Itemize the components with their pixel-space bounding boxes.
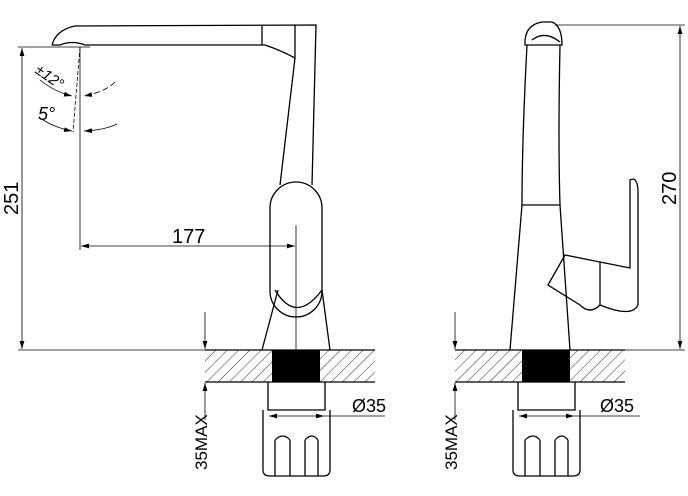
side-counter-thickness-label: 35MAX — [442, 414, 461, 470]
side-mounting-shank — [522, 350, 570, 382]
spout — [51, 24, 317, 186]
height-dim-label: 251 — [1, 182, 23, 215]
side-spout-head — [524, 21, 563, 46]
reach-dim-label: 177 — [172, 226, 205, 248]
side-mounting-nut — [512, 410, 581, 477]
swivel-angle-label: ±12° — [32, 61, 67, 93]
counter-thickness-label: 35MAX — [192, 414, 211, 470]
tilt-angle-label: 5° — [38, 104, 55, 124]
side-lever — [547, 178, 639, 313]
side-body — [509, 44, 571, 351]
mounting-shank — [272, 350, 320, 382]
side-hole-diameter-label: Ø35 — [600, 396, 634, 416]
faucet-base — [261, 289, 331, 351]
side-height-dim-label: 270 — [659, 172, 681, 205]
side-view: 270 35MAX Ø35 — [442, 21, 685, 477]
front-view: 251 177 ±12° 5° 35MAX Ø35 — [1, 24, 386, 477]
mounting-nut — [262, 410, 331, 477]
hole-diameter-label: Ø35 — [352, 396, 386, 416]
